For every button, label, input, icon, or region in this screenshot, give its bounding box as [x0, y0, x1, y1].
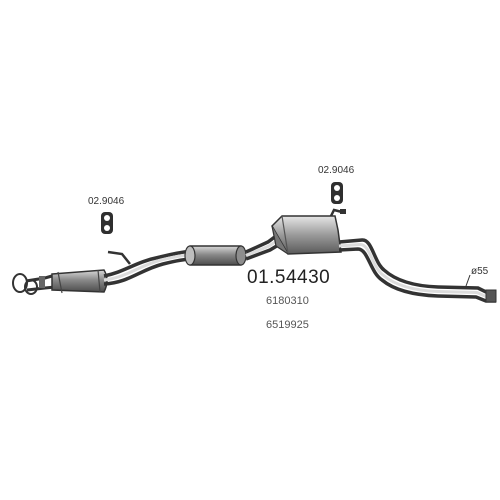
rear-silencer: [271, 208, 346, 255]
oem-number-2: 6519925: [266, 319, 309, 331]
middle-silencer: [184, 245, 247, 266]
front-pipe: [12, 273, 56, 295]
hanger-right-part-number: 02.9046: [318, 165, 355, 176]
hanger-left-part-number: 02.9046: [88, 196, 125, 207]
tail-pipe: [338, 238, 497, 303]
intermediate-pipe: [103, 249, 193, 286]
main-part-number: 01.54430: [247, 267, 331, 288]
outlet-diameter-label: ø55: [471, 266, 489, 277]
rubber-hanger-left-icon: [101, 212, 113, 234]
rubber-hanger-right-icon: [331, 182, 343, 204]
oem-number-1: 6180310: [266, 295, 309, 307]
front-silencer: [51, 269, 108, 294]
